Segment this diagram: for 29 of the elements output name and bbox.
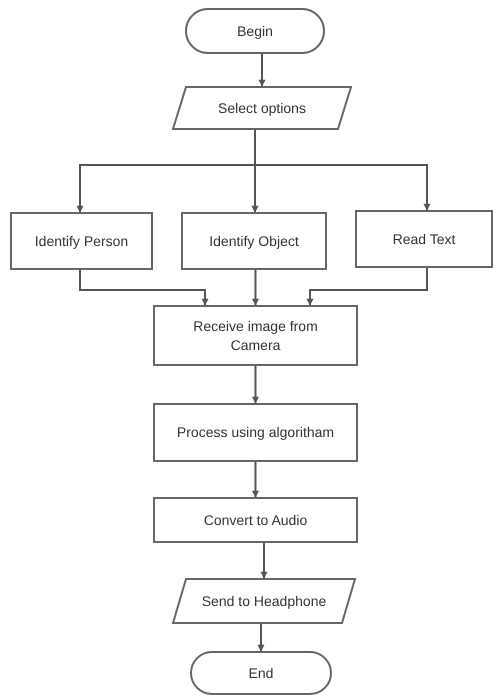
- node-text: Convert to Audio: [204, 510, 308, 530]
- node-text: Process using algoritham: [176, 423, 334, 442]
- node-text: End: [248, 664, 274, 682]
- input-output-parallelogram: [172, 578, 356, 624]
- process-box: [10, 212, 153, 270]
- process-box: [153, 403, 358, 462]
- arrow: [252, 462, 259, 498]
- process-box: [153, 305, 358, 366]
- node-text: Begin: [237, 22, 273, 40]
- terminator-shape: [190, 651, 332, 695]
- arrow: [79, 270, 208, 306]
- arrow: [306, 268, 428, 306]
- node-text: Send to Headphone: [202, 592, 326, 610]
- arrow: [254, 130, 430, 211]
- node-text: Receive image from Camera: [192, 316, 319, 354]
- node-text: Read Text: [392, 230, 456, 248]
- terminator-shape: [185, 8, 325, 54]
- arrow: [252, 270, 259, 306]
- process-box: [355, 210, 493, 268]
- process-box: [153, 497, 358, 543]
- input-output-parallelogram: [172, 86, 352, 130]
- arrow: [258, 54, 266, 87]
- process-box: [181, 212, 327, 270]
- node-text: Identify Person: [34, 232, 128, 250]
- arrow: [258, 624, 264, 652]
- node-text: Select options: [218, 98, 306, 118]
- node-text: Identify Object: [209, 232, 299, 250]
- arrow: [260, 543, 268, 579]
- arrow: [252, 366, 259, 404]
